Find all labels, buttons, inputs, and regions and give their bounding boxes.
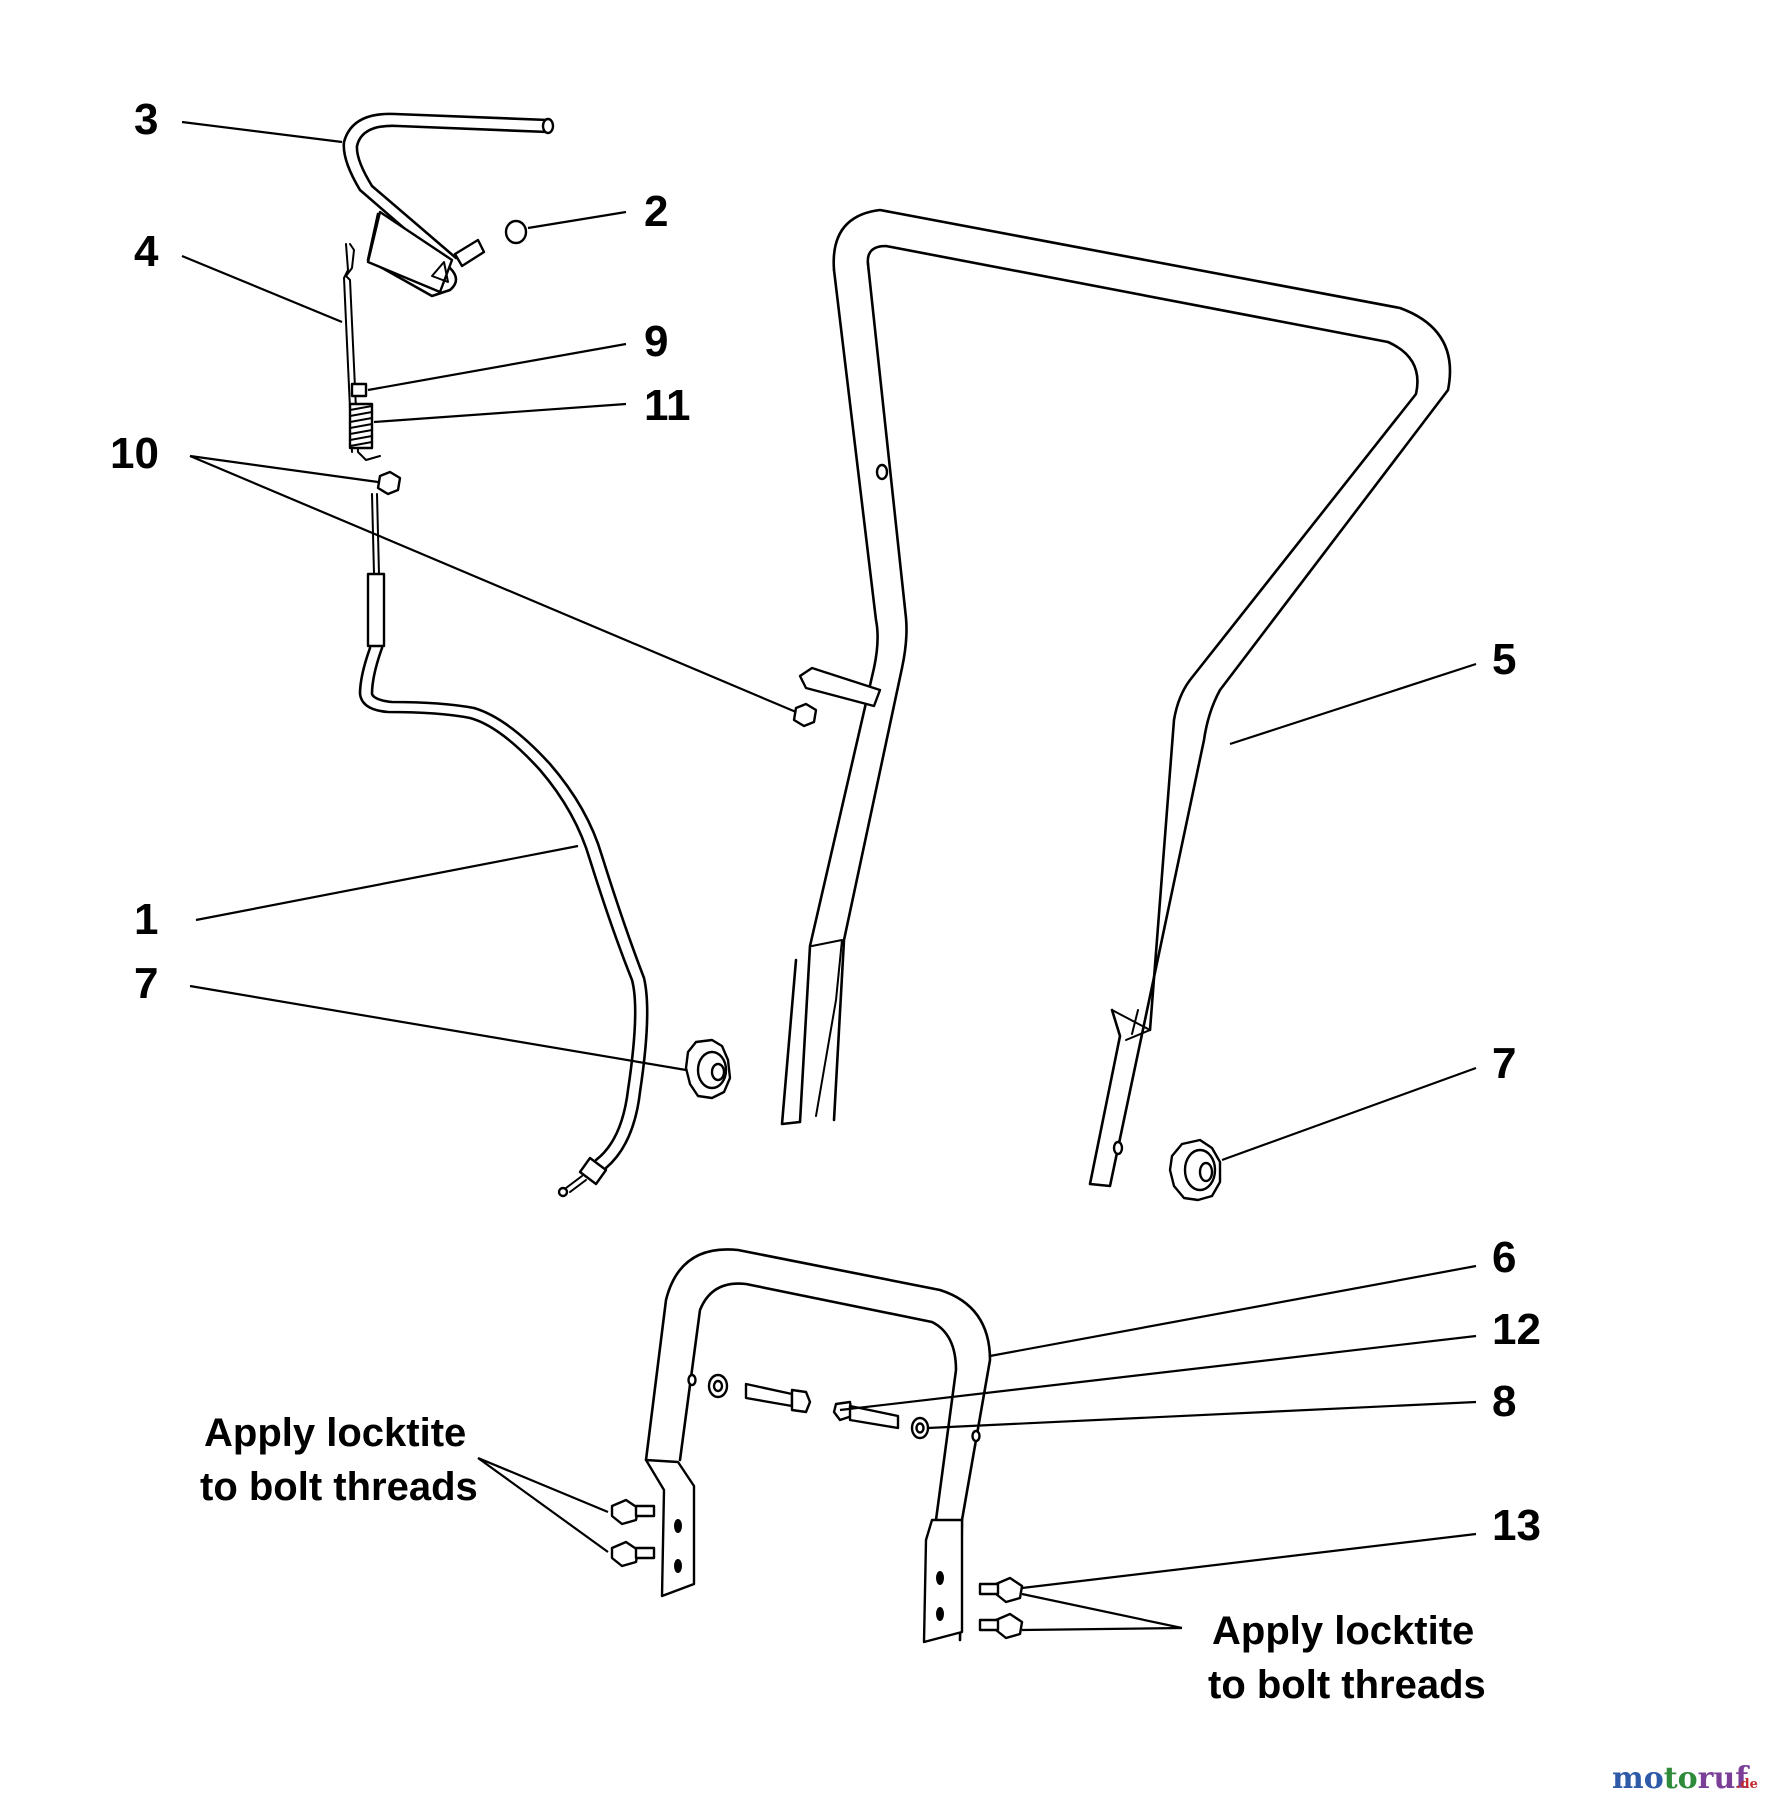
- part-10-nut-lower: [792, 702, 818, 728]
- part-13-bolts-right: [978, 1576, 1024, 1640]
- part-12-bolt-left: [744, 1382, 812, 1414]
- label-9: 9: [644, 317, 668, 366]
- label-7-right: 7: [1492, 1039, 1516, 1088]
- part-13-bolts-left: [610, 1498, 656, 1568]
- label-12: 12: [1492, 1305, 1541, 1354]
- watermark-tld: .de: [1736, 1777, 1758, 1792]
- watermark-mo: mo: [1612, 1761, 1664, 1796]
- note-left-line1: Apply locktite: [204, 1411, 466, 1455]
- note-right-line2: to bolt threads: [1208, 1663, 1486, 1707]
- label-6: 6: [1492, 1233, 1516, 1282]
- label-7-left: 7: [134, 959, 158, 1008]
- part-5-upper-handle: [780, 208, 1452, 1188]
- part-8-washer-right: [910, 1416, 930, 1440]
- label-13: 13: [1492, 1501, 1541, 1550]
- label-4: 4: [134, 227, 159, 276]
- part-2-cap: [504, 219, 528, 245]
- watermark-logo: motoruf .de: [1612, 1761, 1758, 1796]
- part-12-bolt-right: [832, 1400, 900, 1430]
- watermark-to: to: [1664, 1761, 1698, 1796]
- label-2: 2: [644, 187, 668, 236]
- label-5: 5: [1492, 635, 1516, 684]
- note-left-line2: to bolt threads: [200, 1465, 478, 1509]
- part-7-knob-right: [1168, 1138, 1222, 1202]
- svg-text:motoruf: motoruf: [1612, 1761, 1750, 1796]
- part-7-knob-left: [684, 1038, 732, 1100]
- label-11: 11: [644, 381, 691, 430]
- label-3: 3: [134, 95, 158, 144]
- part-10-nut-upper: [376, 470, 402, 496]
- leader-lines: [181, 120, 1477, 1632]
- part-6-lower-handle: [644, 1248, 992, 1644]
- label-1: 1: [134, 895, 158, 944]
- label-10: 10: [110, 429, 159, 478]
- part-1-cable: [358, 493, 649, 1198]
- part-4-rod: [343, 243, 381, 461]
- label-8: 8: [1492, 1377, 1516, 1426]
- part-9-ferrule: [350, 382, 368, 398]
- part-3-control-bail: [342, 112, 555, 298]
- note-right-line1: Apply locktite: [1212, 1609, 1474, 1653]
- part-8-washer-left: [707, 1373, 729, 1399]
- watermark-ruf: ruf: [1698, 1761, 1751, 1796]
- part-11-spring: [348, 402, 374, 450]
